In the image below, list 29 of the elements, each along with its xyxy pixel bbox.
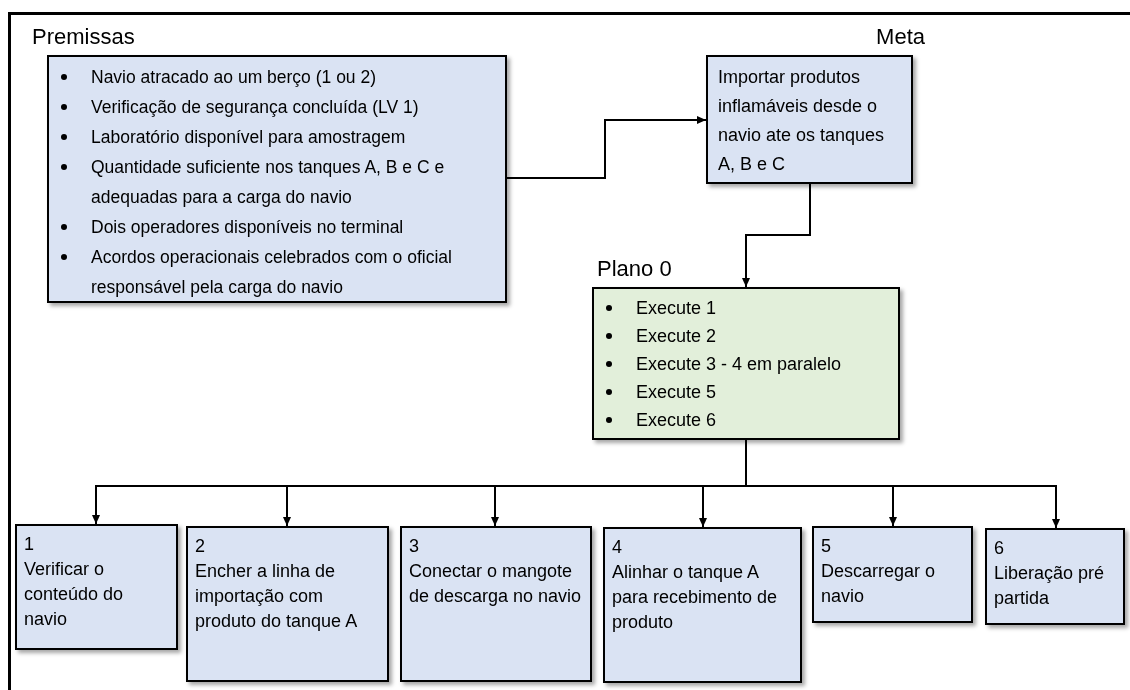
- list-item: Execute 6: [636, 409, 717, 432]
- list-item: Execute 3 - 4 em paralelo: [636, 353, 842, 376]
- task-number: 5: [821, 535, 832, 558]
- connector-arrow: [742, 183, 811, 288]
- task-number: 4: [612, 536, 623, 559]
- list-item: Acordos operacionais celebrados com o oficial responsável pela carga do navio: [91, 246, 453, 299]
- task-text: Verificar o conteúdo do navio: [24, 558, 125, 631]
- box-heading: Premissas: [32, 23, 135, 51]
- connector-arrow: [506, 116, 707, 179]
- task-number: 2: [195, 535, 206, 558]
- task-number: 3: [409, 535, 420, 558]
- list-item: Execute 5: [636, 381, 717, 404]
- list-item: Navio atracado ao um berço (1 ou 2): [91, 66, 377, 89]
- list-item: Dois operadores disponíveis no terminal: [91, 216, 404, 239]
- list-item: Execute 2: [636, 325, 717, 348]
- task-number: 6: [994, 537, 1005, 560]
- list-item: Verificação de segurança concluída (LV 1): [91, 96, 419, 119]
- task-text: Encher a linha de importação com produto do tanque A: [195, 560, 359, 633]
- goal-text: Importar produtos inflamáveis desde o navio ate os tanques A, B e C: [718, 66, 886, 176]
- task-text: Conectar o mangote de descarga no navio: [409, 560, 583, 608]
- list-item: Laboratório disponível para amostragem: [91, 126, 406, 149]
- task-text: Alinhar o tanque A para recebimento de produto: [612, 561, 779, 634]
- box-heading: Plano 0: [597, 255, 672, 283]
- task-number: 1: [24, 533, 35, 556]
- list-item: Execute 1: [636, 297, 717, 320]
- task-text: Descarregar o navio: [821, 560, 937, 608]
- list-item: Quantidade suficiente nos tanques A, B e C e adequadas para a carga do navio: [91, 156, 446, 209]
- box-heading: Meta: [876, 23, 925, 51]
- task-text: Liberação pré partida: [994, 562, 1106, 610]
